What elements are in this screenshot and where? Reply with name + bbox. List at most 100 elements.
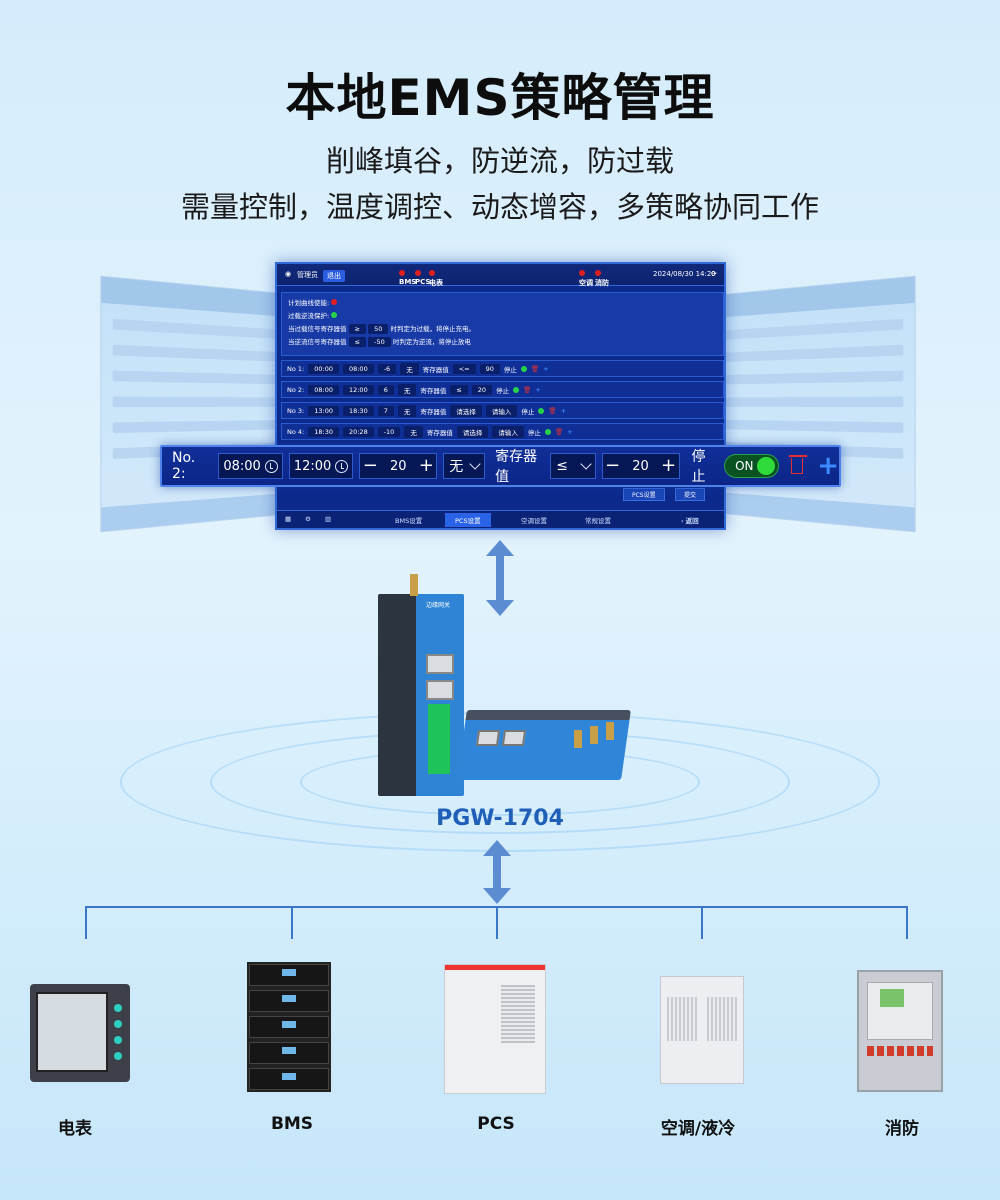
plan-enable-label: 计划曲线使能: <box>288 299 330 307</box>
gateway-device-horizontal <box>457 710 631 780</box>
row-op-select[interactable]: 请选择 <box>450 404 482 417</box>
zoom-op-select[interactable]: ≤ <box>550 453 596 479</box>
row-cond-select[interactable]: 无 <box>400 362 419 375</box>
add-icon[interactable]: + <box>543 364 549 373</box>
reverse-action-label: 时判定为逆流，将停止放电 <box>392 338 471 346</box>
status-ac: 空调 <box>579 270 593 288</box>
connection-branch <box>701 907 703 939</box>
overload-action-label: 时判定为过载，将停止充电。 <box>390 325 475 333</box>
gear-icon[interactable]: ⚙ <box>305 515 311 523</box>
row-reg-label: 寄存器值 <box>420 386 447 395</box>
zoom-end-time[interactable]: 12:00 <box>288 453 354 479</box>
row-op-select[interactable]: <= <box>452 363 476 374</box>
row-end-time[interactable]: 18:30 <box>342 405 374 416</box>
antenna-icon <box>574 730 582 748</box>
refresh-icon[interactable]: ⟳ <box>711 270 717 278</box>
plan-enable-toggle[interactable] <box>331 299 338 305</box>
connection-branch <box>496 907 498 939</box>
overload-protect-toggle[interactable] <box>331 312 338 318</box>
row-toggle[interactable] <box>513 386 520 393</box>
delete-icon[interactable]: 🗑 <box>548 406 557 415</box>
add-icon[interactable]: + <box>567 427 573 436</box>
reverse-value-input[interactable]: -50 <box>368 337 391 347</box>
user-icon: ◉ <box>285 270 292 278</box>
row-start-time[interactable]: 13:00 <box>308 405 339 416</box>
schedule-row: No 3: 13:00 18:30 7 无 寄存器值 请选择 请输入 停止 🗑 … <box>281 402 724 419</box>
chart-icon[interactable]: ▥ <box>325 515 332 523</box>
delete-icon[interactable]: 🗑 <box>523 385 532 394</box>
row-power-stepper[interactable]: -6 <box>377 363 397 374</box>
back-button[interactable]: ‹ 返回 <box>681 517 699 525</box>
row-power-stepper[interactable]: -10 <box>377 426 401 437</box>
zoom-action-label: 停止 <box>691 449 706 485</box>
row-op-select[interactable]: ≤ <box>450 384 468 395</box>
row-reg-label: 寄存器值 <box>426 428 453 437</box>
row-power-stepper[interactable]: 6 <box>377 384 394 395</box>
pcs-cabinet-image <box>444 964 546 1094</box>
delete-icon[interactable] <box>788 455 807 474</box>
row-power-stepper[interactable]: 7 <box>377 405 394 416</box>
zoom-on-toggle[interactable]: ON <box>724 454 779 478</box>
tab-general-settings[interactable]: 常规设置 <box>585 517 611 525</box>
device-label-pcs: PCS <box>477 1114 515 1134</box>
tab-pcs-settings[interactable]: PCS设置 <box>445 513 491 527</box>
page-subtitle-1: 削峰填谷，防逆流，防过载 <box>325 144 674 178</box>
add-icon[interactable]: + <box>560 406 567 415</box>
add-icon[interactable]: + <box>817 451 839 481</box>
plus-icon[interactable]: + <box>418 455 434 476</box>
chevron-down-icon <box>469 458 481 470</box>
schedule-row: No 4: 18:30 20:28 -10 无 寄存器值 请选择 请输入 停止 … <box>281 423 724 440</box>
row-end-time[interactable]: 08:00 <box>342 363 374 374</box>
zoom-cond-select[interactable]: 无 <box>443 453 486 479</box>
overload-value-input[interactable]: 50 <box>368 324 389 334</box>
row-cond-select[interactable]: 无 <box>397 383 417 396</box>
row-value-stepper[interactable]: 请输入 <box>485 404 518 417</box>
reverse-op-select[interactable]: ≤ <box>348 337 367 347</box>
delete-icon[interactable]: 🗑 <box>554 427 564 436</box>
schedule-row: No 2: 08:00 12:00 6 无 寄存器值 ≤ 20 停止 🗑 + <box>281 381 724 398</box>
pcs-settings-button[interactable]: PCS设置 <box>623 488 665 501</box>
tab-ac-settings[interactable]: 空调设置 <box>521 517 547 525</box>
row-value-stepper[interactable]: 20 <box>471 384 493 395</box>
row-cond-select[interactable]: 无 <box>404 425 423 438</box>
row-toggle[interactable] <box>520 365 527 372</box>
row-value-stepper[interactable]: 90 <box>479 363 500 374</box>
row-no: No 4: <box>287 427 305 436</box>
row-op-select[interactable]: 请选择 <box>456 425 489 438</box>
row-start-time[interactable]: 18:30 <box>308 426 339 437</box>
row-start-time[interactable]: 08:00 <box>308 384 339 395</box>
add-icon[interactable]: + <box>535 385 541 394</box>
gateway-device-vertical: 边缘网关 <box>378 594 464 796</box>
delete-icon[interactable]: 🗑 <box>530 364 540 373</box>
fire-panel-image <box>857 970 943 1092</box>
row-end-time[interactable]: 12:00 <box>342 384 374 395</box>
zoom-power-stepper: − 20 + <box>359 453 438 479</box>
row-value-stepper[interactable]: 请输入 <box>492 425 524 438</box>
row-no: No 1: <box>287 364 305 373</box>
row-action-label: 停止 <box>521 407 535 416</box>
row-end-time[interactable]: 20:28 <box>342 426 374 437</box>
row-toggle[interactable] <box>538 407 545 414</box>
row-no: No 3: <box>287 406 305 415</box>
user-name: 管理员 <box>297 271 318 279</box>
logout-button[interactable]: 退出 <box>323 270 345 282</box>
connection-branch <box>85 907 87 939</box>
row-cond-select[interactable]: 无 <box>397 404 417 417</box>
minus-icon[interactable]: − <box>604 455 621 476</box>
bms-image <box>247 962 331 1092</box>
protection-panel: 计划曲线使能: 过载逆流保护: 当过载信号寄存器值 ≥ 50 时判定为过载，将停… <box>281 292 724 356</box>
overload-op-select[interactable]: ≥ <box>348 324 367 334</box>
home-icon[interactable]: ▦ <box>285 515 292 523</box>
antenna-icon <box>410 574 418 596</box>
plus-icon[interactable]: + <box>660 455 677 476</box>
device-label-ac: 空调/液冷 <box>660 1119 736 1139</box>
ems-screen: ◉ 管理员 退出 BMS PCS 电表 空调 消防 2024/08/30 14:… <box>275 262 726 530</box>
submit-button[interactable]: 提交 <box>675 488 706 501</box>
row-start-time[interactable]: 00:00 <box>308 363 339 374</box>
minus-icon[interactable]: − <box>362 455 378 476</box>
clock-icon <box>264 459 278 473</box>
zoom-start-time[interactable]: 08:00 <box>218 453 283 479</box>
row-toggle[interactable] <box>544 428 551 435</box>
row-action-label: 停止 <box>503 365 517 374</box>
tab-bms-settings[interactable]: BMS设置 <box>395 517 423 525</box>
